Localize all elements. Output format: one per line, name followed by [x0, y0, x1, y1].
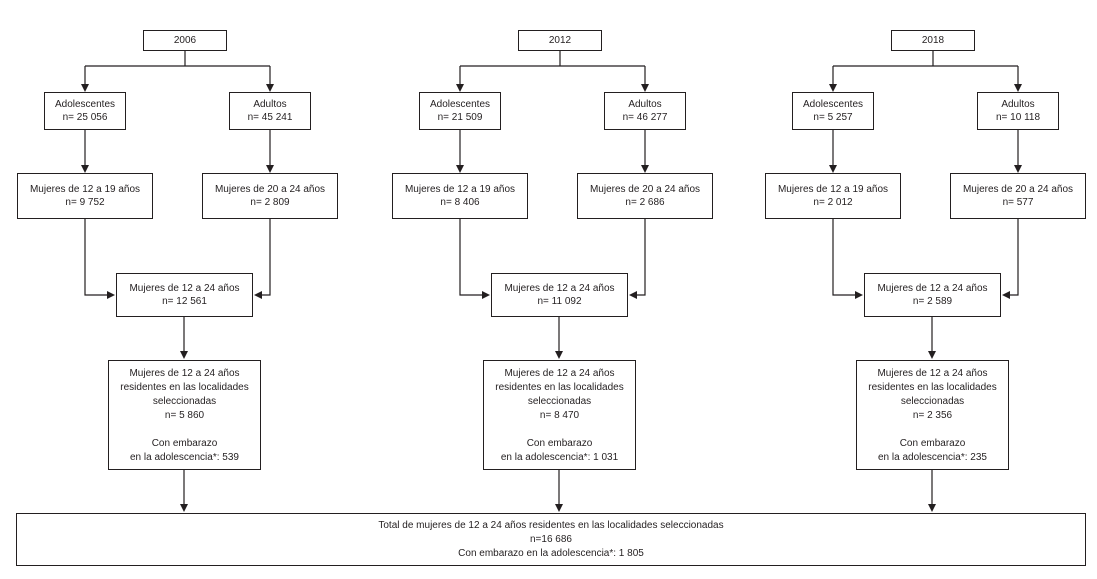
adultos-box: Adultos n= 46 277: [604, 92, 686, 130]
women-20-24-box: Mujeres de 20 a 24 años n= 2 809: [202, 173, 338, 219]
residents-n: n= 5 860: [164, 410, 205, 421]
year-label: 2018: [921, 35, 945, 46]
women-12-24-label: Mujeres de 12 a 24 años: [877, 283, 988, 294]
adolescentes-n: n= 21 509: [437, 112, 483, 123]
women-12-19-label: Mujeres de 12 a 19 años: [29, 184, 141, 195]
women-12-24-label: Mujeres de 12 a 24 años: [504, 283, 615, 294]
residents-n: n= 2 356: [912, 410, 953, 421]
column-2018: 2018 Adolescentes n= 5 257 Adultos n= 10…: [758, 0, 1097, 513]
adolescentes-box: Adolescentes n= 21 509: [419, 92, 501, 130]
pregnancy-line1: Con embarazo: [526, 438, 593, 449]
adultos-label: Adultos: [1001, 99, 1035, 110]
spacer: [484, 423, 635, 437]
residents-line2: residentes en las localidades: [868, 382, 997, 393]
total-line1: Total de mujeres de 12 a 24 años residen…: [378, 519, 724, 531]
connector-arrows: [81, 50, 274, 512]
women-12-19-box: Mujeres de 12 a 19 años n= 8 406: [392, 173, 528, 219]
adultos-n: n= 46 277: [622, 112, 668, 123]
adolescentes-label: Adolescentes: [54, 99, 116, 110]
total-box: Total de mujeres de 12 a 24 años residen…: [16, 513, 1086, 566]
year-box: 2006: [143, 30, 227, 51]
women-20-24-label: Mujeres de 20 a 24 años: [962, 184, 1074, 195]
spacer: [109, 423, 260, 437]
women-12-19-n: n= 8 406: [440, 197, 480, 208]
column-2012: 2012 Adolescentes n= 21 509 Adultos n= 4…: [385, 0, 735, 513]
women-12-19-box: Mujeres de 12 a 19 años n= 2 012: [765, 173, 901, 219]
women-20-24-n: n= 577: [1002, 197, 1034, 208]
women-12-24-n: n= 12 561: [162, 296, 207, 307]
adultos-label: Adultos: [253, 99, 287, 110]
residents-line3: seleccionadas: [900, 396, 965, 407]
residents-line1: Mujeres de 12 a 24 años: [504, 368, 615, 379]
women-12-24-box: Mujeres de 12 a 24 años n= 11 092: [491, 273, 628, 317]
residents-box: Mujeres de 12 a 24 años residentes en la…: [483, 360, 636, 470]
adolescentes-label: Adolescentes: [429, 99, 491, 110]
connector-arrows: [829, 50, 1022, 512]
year-label: 2006: [173, 35, 197, 46]
adultos-label: Adultos: [628, 99, 662, 110]
column-2006: 2006 Adolescentes n= 25 056 Adultos n= 4…: [10, 0, 360, 513]
total-pregnancy: Con embarazo en la adolescencia*: 1 805: [458, 547, 644, 559]
women-20-24-label: Mujeres de 20 a 24 años: [214, 184, 326, 195]
women-20-24-box: Mujeres de 20 a 24 años n= 577: [950, 173, 1086, 219]
women-12-19-label: Mujeres de 12 a 19 años: [404, 184, 516, 195]
pregnancy-line1: Con embarazo: [151, 438, 218, 449]
residents-line1: Mujeres de 12 a 24 años: [877, 368, 988, 379]
adolescentes-n: n= 25 056: [62, 112, 108, 123]
women-12-24-n: n= 11 092: [537, 296, 582, 307]
residents-box: Mujeres de 12 a 24 años residentes en la…: [856, 360, 1009, 470]
women-12-24-n: n= 2 589: [912, 296, 953, 307]
pregnancy-line2: en la adolescencia*: 1 031: [500, 452, 619, 463]
year-box: 2012: [518, 30, 602, 51]
women-20-24-n: n= 2 686: [625, 197, 665, 208]
women-12-19-box: Mujeres de 12 a 19 años n= 9 752: [17, 173, 153, 219]
women-12-19-n: n= 9 752: [65, 197, 105, 208]
women-12-19-label: Mujeres de 12 a 19 años: [777, 184, 889, 195]
residents-line2: residentes en las localidades: [120, 382, 249, 393]
year-label: 2012: [548, 35, 572, 46]
year-box: 2018: [891, 30, 975, 51]
residents-line3: seleccionadas: [152, 396, 217, 407]
adolescentes-n: n= 5 257: [813, 112, 853, 123]
residents-n: n= 8 470: [539, 410, 580, 421]
pregnancy-line1: Con embarazo: [899, 438, 966, 449]
women-20-24-n: n= 2 809: [250, 197, 290, 208]
adolescentes-box: Adolescentes n= 5 257: [792, 92, 874, 130]
women-12-24-box: Mujeres de 12 a 24 años n= 2 589: [864, 273, 1001, 317]
women-12-24-box: Mujeres de 12 a 24 años n= 12 561: [116, 273, 253, 317]
adolescentes-label: Adolescentes: [802, 99, 864, 110]
residents-box: Mujeres de 12 a 24 años residentes en la…: [108, 360, 261, 470]
adultos-box: Adultos n= 45 241: [229, 92, 311, 130]
spacer: [857, 423, 1008, 437]
pregnancy-line2: en la adolescencia*: 539: [130, 452, 239, 463]
residents-line1: Mujeres de 12 a 24 años: [129, 368, 240, 379]
total-n: n=16 686: [530, 533, 572, 545]
residents-line2: residentes en las localidades: [495, 382, 624, 393]
women-12-24-label: Mujeres de 12 a 24 años: [129, 283, 240, 294]
adolescentes-box: Adolescentes n= 25 056: [44, 92, 126, 130]
adultos-n: n= 10 118: [995, 112, 1041, 123]
women-20-24-box: Mujeres de 20 a 24 años n= 2 686: [577, 173, 713, 219]
residents-line3: seleccionadas: [527, 396, 592, 407]
women-20-24-label: Mujeres de 20 a 24 años: [589, 184, 701, 195]
adultos-n: n= 45 241: [247, 112, 293, 123]
women-12-19-n: n= 2 012: [813, 197, 853, 208]
adultos-box: Adultos n= 10 118: [977, 92, 1059, 130]
connector-arrows: [456, 50, 649, 512]
pregnancy-line2: en la adolescencia*: 235: [878, 452, 987, 463]
